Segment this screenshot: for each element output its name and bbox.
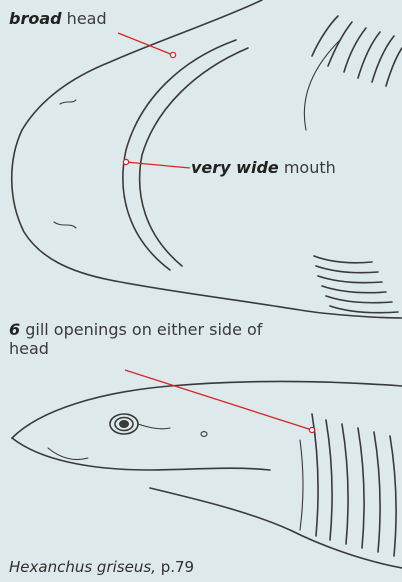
head-side-drawing	[12, 370, 402, 568]
wide-mouth-emphasis: very wide	[191, 158, 279, 177]
gill-openings-text: gill openings on either side of head	[9, 320, 262, 358]
wide-mouth-label: very wide mouth	[191, 158, 338, 177]
broad-head-label: broad head	[9, 9, 107, 28]
page-reference: p.79	[156, 558, 194, 576]
wide-mouth-text: mouth	[279, 158, 336, 177]
broad-head-emphasis: broad	[9, 9, 62, 28]
gill-openings-emphasis: 6	[9, 320, 20, 339]
gill-openings-label: 6 gill openings on either side of head	[9, 320, 269, 358]
species-caption: Hexanchus griseus, p.79	[9, 558, 194, 576]
species-name: Hexanchus griseus,	[9, 558, 156, 576]
broad-head-text: head	[62, 9, 107, 28]
